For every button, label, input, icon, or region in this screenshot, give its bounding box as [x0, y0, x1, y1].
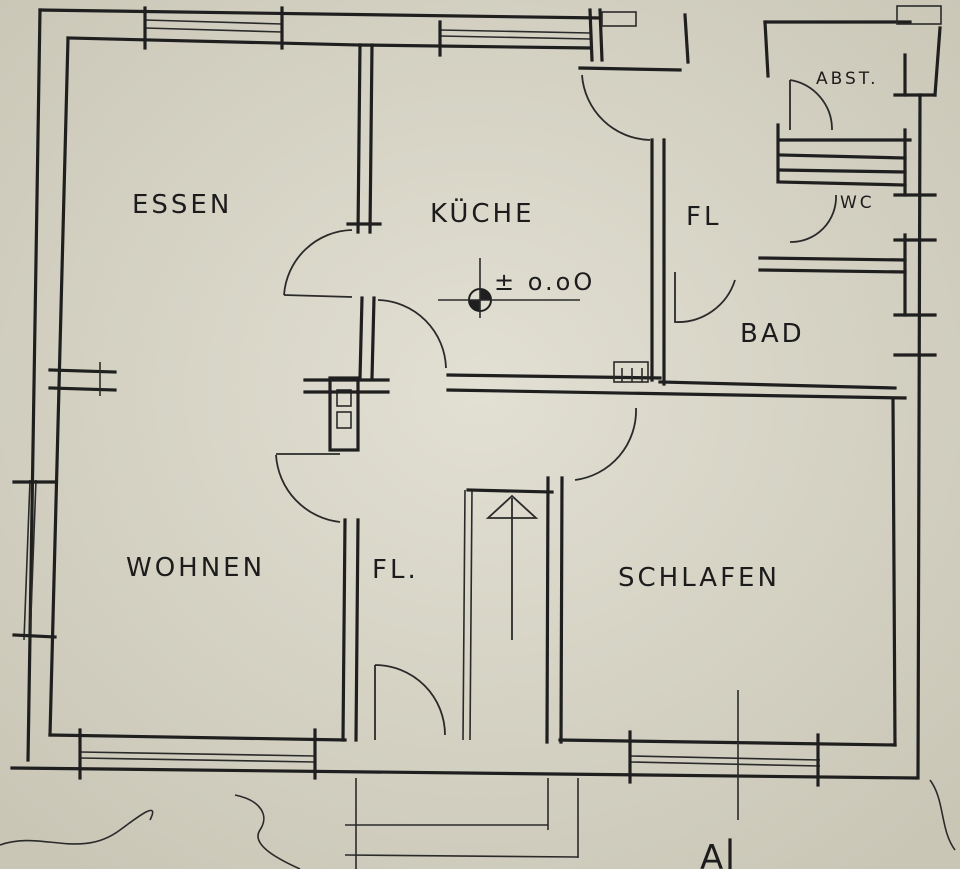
doors: [275, 74, 837, 740]
room-label-kueche: KÜCHE: [430, 197, 535, 229]
section-mark-label: A: [700, 838, 726, 869]
level-marker-label: ± o.oO: [494, 268, 595, 296]
room-label-wc: WC: [840, 193, 875, 213]
room-label-abstellraum: ABST.: [816, 69, 879, 89]
room-label-essen: ESSEN: [132, 190, 232, 220]
terrain-scribbles: [0, 779, 956, 869]
stair-arrow: [485, 494, 539, 640]
room-labels: ESSEN KÜCHE FL ABST. WC BAD WOHNEN FL. S…: [126, 69, 879, 593]
room-label-flur-unten: FL.: [372, 555, 419, 585]
level-marker: ± o.oO: [438, 258, 595, 318]
outer-walls: [10, 8, 942, 780]
room-label-wohnen: WOHNEN: [126, 553, 265, 583]
room-label-flur-oben: FL: [686, 202, 721, 232]
room-label-bad: BAD: [740, 319, 805, 349]
section-mark: A: [700, 838, 732, 869]
windows: [12, 6, 821, 820]
interior-walls: [303, 5, 942, 869]
room-label-schlafen: SCHLAFEN: [618, 563, 780, 593]
